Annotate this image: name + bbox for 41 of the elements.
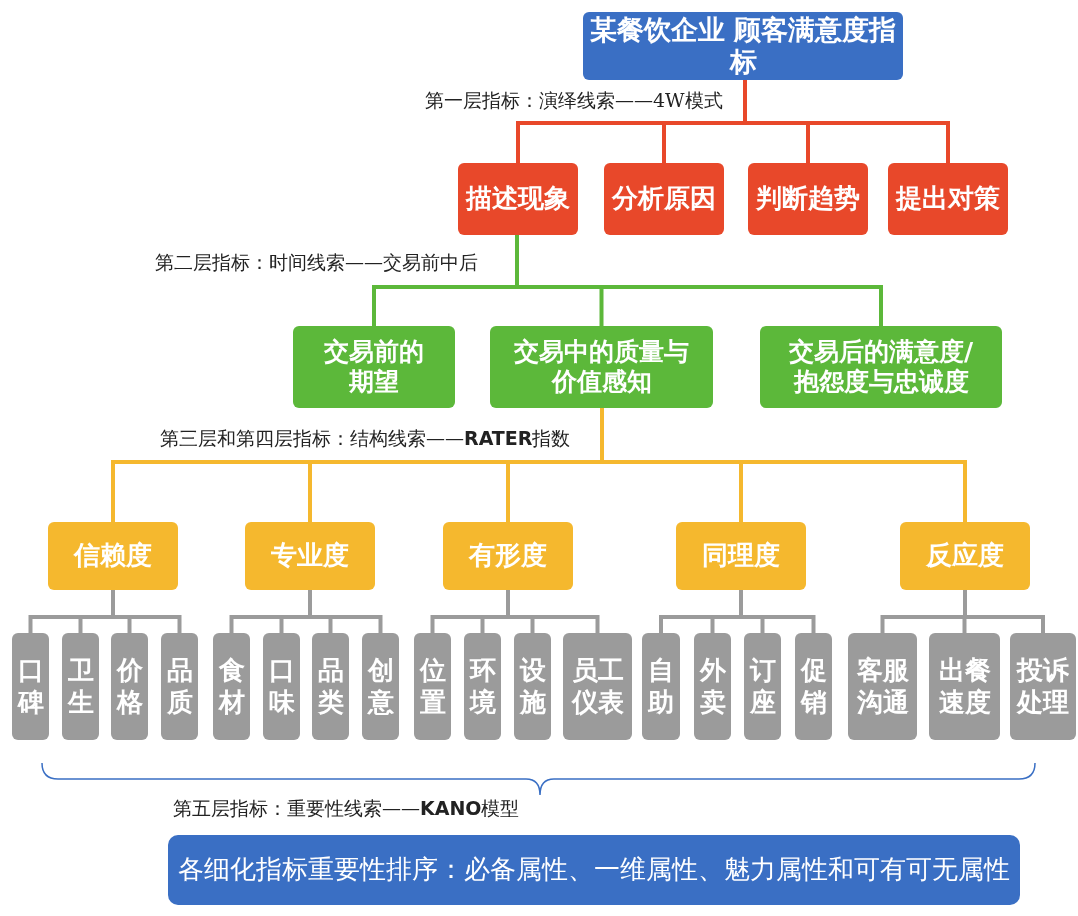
summary-box: 各细化指标重要性排序：必备属性、一维属性、魅力属性和可有可无属性 (168, 835, 1020, 905)
indicator-box: 投诉处理 (1010, 633, 1076, 740)
dimension-box: 反应度 (900, 522, 1030, 590)
indicator-box: 员工仪表 (563, 633, 632, 740)
connector (739, 590, 816, 633)
indicator-box: 设施 (514, 633, 551, 740)
title-box: 某餐饮企业 顾客满意度指标 (583, 12, 903, 80)
category-box: 交易前的期望 (293, 326, 455, 408)
indicator-box: 自助 (642, 633, 680, 740)
category-box: 交易后的满意度/抱怨度与忠诚度 (760, 326, 1002, 408)
indicator-box: 位置 (414, 633, 451, 740)
indicator-box: 客服沟通 (848, 633, 917, 740)
indicator-box: 食材 (213, 633, 250, 740)
indicator-box: 环境 (464, 633, 501, 740)
indicator-box: 订座 (744, 633, 781, 740)
dimension-box: 信赖度 (48, 522, 178, 590)
category-box: 分析原因 (604, 163, 724, 235)
indicator-box: 品类 (312, 633, 349, 740)
indicator-box: 出餐速度 (929, 633, 1000, 740)
category-box: 交易中的质量与价值感知 (490, 326, 713, 408)
connector (743, 80, 950, 163)
dimension-box: 有形度 (443, 522, 573, 590)
connector (600, 408, 967, 522)
connector (506, 590, 600, 633)
indicator-box: 促销 (795, 633, 832, 740)
indicator-box: 品质 (161, 633, 198, 740)
connector (308, 590, 383, 633)
dimension-box: 专业度 (245, 522, 375, 590)
category-box: 描述现象 (458, 163, 578, 235)
category-box: 提出对策 (888, 163, 1008, 235)
indicator-box: 口碑 (12, 633, 49, 740)
indicator-box: 卫生 (62, 633, 99, 740)
indicator-box: 价格 (111, 633, 148, 740)
indicator-box: 口味 (263, 633, 300, 740)
connector (963, 590, 1045, 633)
indicator-box: 创意 (362, 633, 399, 740)
connector (515, 235, 883, 326)
dimension-box: 同理度 (676, 522, 806, 590)
category-box: 判断趋势 (748, 163, 868, 235)
connector (111, 590, 182, 633)
indicator-box: 外卖 (694, 633, 731, 740)
